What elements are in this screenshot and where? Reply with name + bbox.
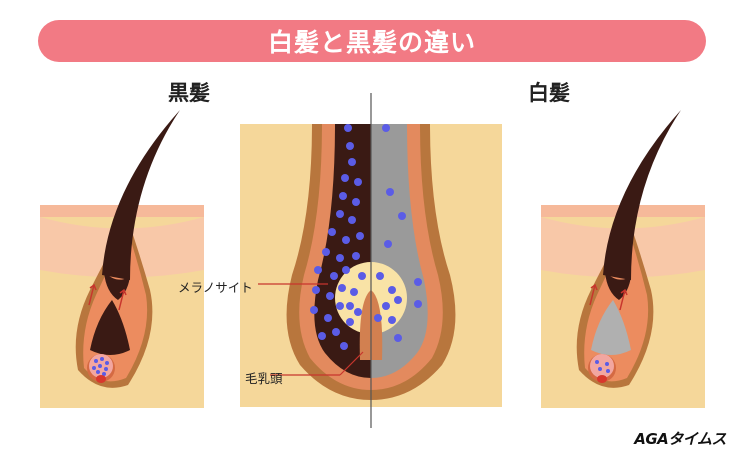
white-hair-shaft-top: [603, 110, 681, 280]
melanin-dots-right: [374, 124, 422, 342]
black-hair-root: [90, 300, 130, 355]
black-hair-panel: [40, 110, 204, 408]
white-hair-root: [591, 300, 631, 355]
white-hair-panel: [541, 110, 705, 408]
up-arrow-icon: [589, 283, 628, 311]
black-hair-label: 黒髪: [168, 81, 210, 105]
melanocyte-label: メラノサイト: [178, 280, 253, 295]
melanin-dots-left: [310, 124, 366, 350]
brand-logo: AGAタイムス: [634, 430, 726, 448]
title-banner: 白髪と黒髪の違い: [38, 20, 706, 62]
white-hair-label: 白髪: [528, 81, 570, 105]
papilla-label: 毛乳頭: [245, 371, 283, 386]
black-hair-shaft: [102, 110, 180, 280]
cross-section-panel: [240, 93, 502, 428]
up-arrow-icon: [88, 283, 127, 311]
page-title: 白髪と黒髪の違い: [267, 28, 476, 57]
